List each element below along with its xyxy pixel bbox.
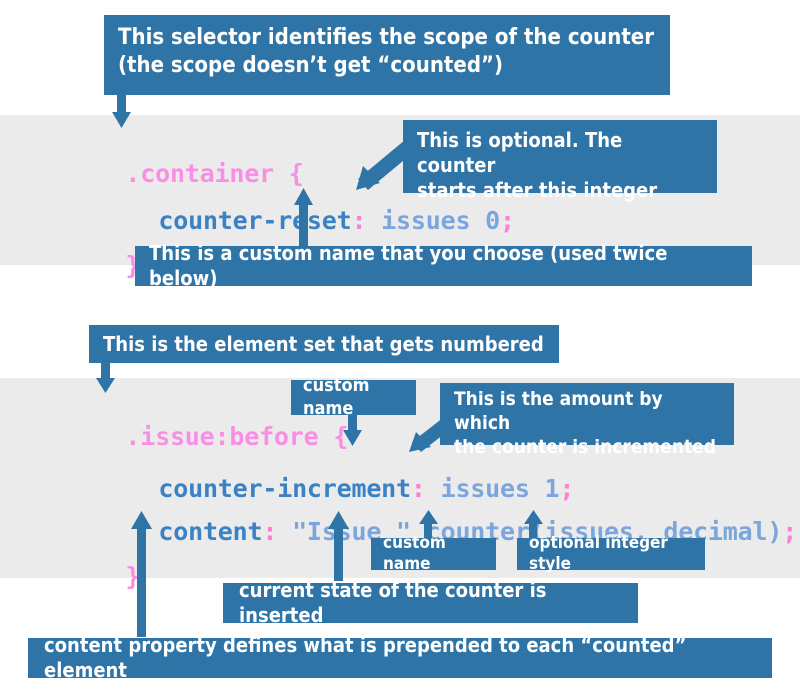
code-line-selector-container: .container { <box>66 130 304 217</box>
code-line-selector-issue: .issue:before { <box>66 393 348 480</box>
callout-element-set[interactable]: This is the element set that gets number… <box>89 325 559 363</box>
callout-custom-name-reset-label: This is a custom name that you choose (u… <box>149 241 668 290</box>
code-line-close-issue: } <box>66 533 140 620</box>
code-token-semicolon: ; <box>782 517 798 546</box>
code-token-close-brace: } <box>125 562 141 591</box>
code-token-colon: : <box>351 206 367 235</box>
code-token-selector: .issue:before <box>125 422 319 451</box>
callout-current-state[interactable]: current state of the counter is inserted <box>223 578 638 627</box>
callout-custom-name-counter[interactable]: custom name <box>371 533 496 574</box>
code-token-colon: : <box>410 474 426 503</box>
code-token-colon: : <box>262 517 278 546</box>
callout-custom-name-counter-label: custom name <box>383 532 446 574</box>
code-token-value: issues 1 <box>425 474 560 503</box>
callout-content-property-label: content property defines what is prepend… <box>44 633 687 682</box>
code-token-property: counter-reset <box>158 206 352 235</box>
callout-scope-line1: This selector identifies the scope of th… <box>118 25 654 50</box>
code-token-semicolon: ; <box>559 474 575 503</box>
callout-optional-integer-style[interactable]: optional integer style <box>517 533 705 574</box>
callout-current-state-label: current state of the counter is inserted <box>239 578 547 627</box>
code-line-counter-increment: counter-increment: issues 1; <box>99 445 574 532</box>
code-token-property: counter-increment <box>158 474 411 503</box>
callout-amount-line2: the counter is incremented <box>454 435 717 458</box>
callout-element-set-label: This is the element set that gets number… <box>103 331 544 356</box>
callout-optional-line1: This is optional. The counter <box>417 128 623 177</box>
callout-custom-name-increment[interactable]: custom name <box>291 375 416 419</box>
code-token-semicolon: ; <box>500 206 515 235</box>
code-line-close-container: } <box>66 222 140 309</box>
callout-optional-line2: starts after this integer <box>417 178 658 202</box>
callout-amount-incremented[interactable]: This is the amount by which the counter … <box>440 383 734 458</box>
callout-content-property[interactable]: content property defines what is prepend… <box>28 633 772 682</box>
callout-scope-line2: (the scope doesn’t get “counted”) <box>118 52 504 78</box>
code-line-counter-reset: counter-reset: issues 0; <box>99 177 515 264</box>
callout-optional-integer-style-label: optional integer style <box>529 532 668 574</box>
code-token-property: content <box>158 517 263 546</box>
callout-amount-line1: This is the amount by which <box>454 388 663 434</box>
callout-optional-integer[interactable]: This is optional. The counter starts aft… <box>403 120 717 202</box>
code-token-value: issues 0 <box>366 206 501 235</box>
code-token-selector: .container <box>125 159 274 188</box>
callout-custom-name-increment-label: custom name <box>303 375 370 419</box>
code-token-open-brace: { <box>288 159 304 188</box>
callout-scope[interactable]: This selector identifies the scope of th… <box>104 15 670 95</box>
callout-custom-name-reset[interactable]: This is a custom name that you choose (u… <box>135 241 752 290</box>
